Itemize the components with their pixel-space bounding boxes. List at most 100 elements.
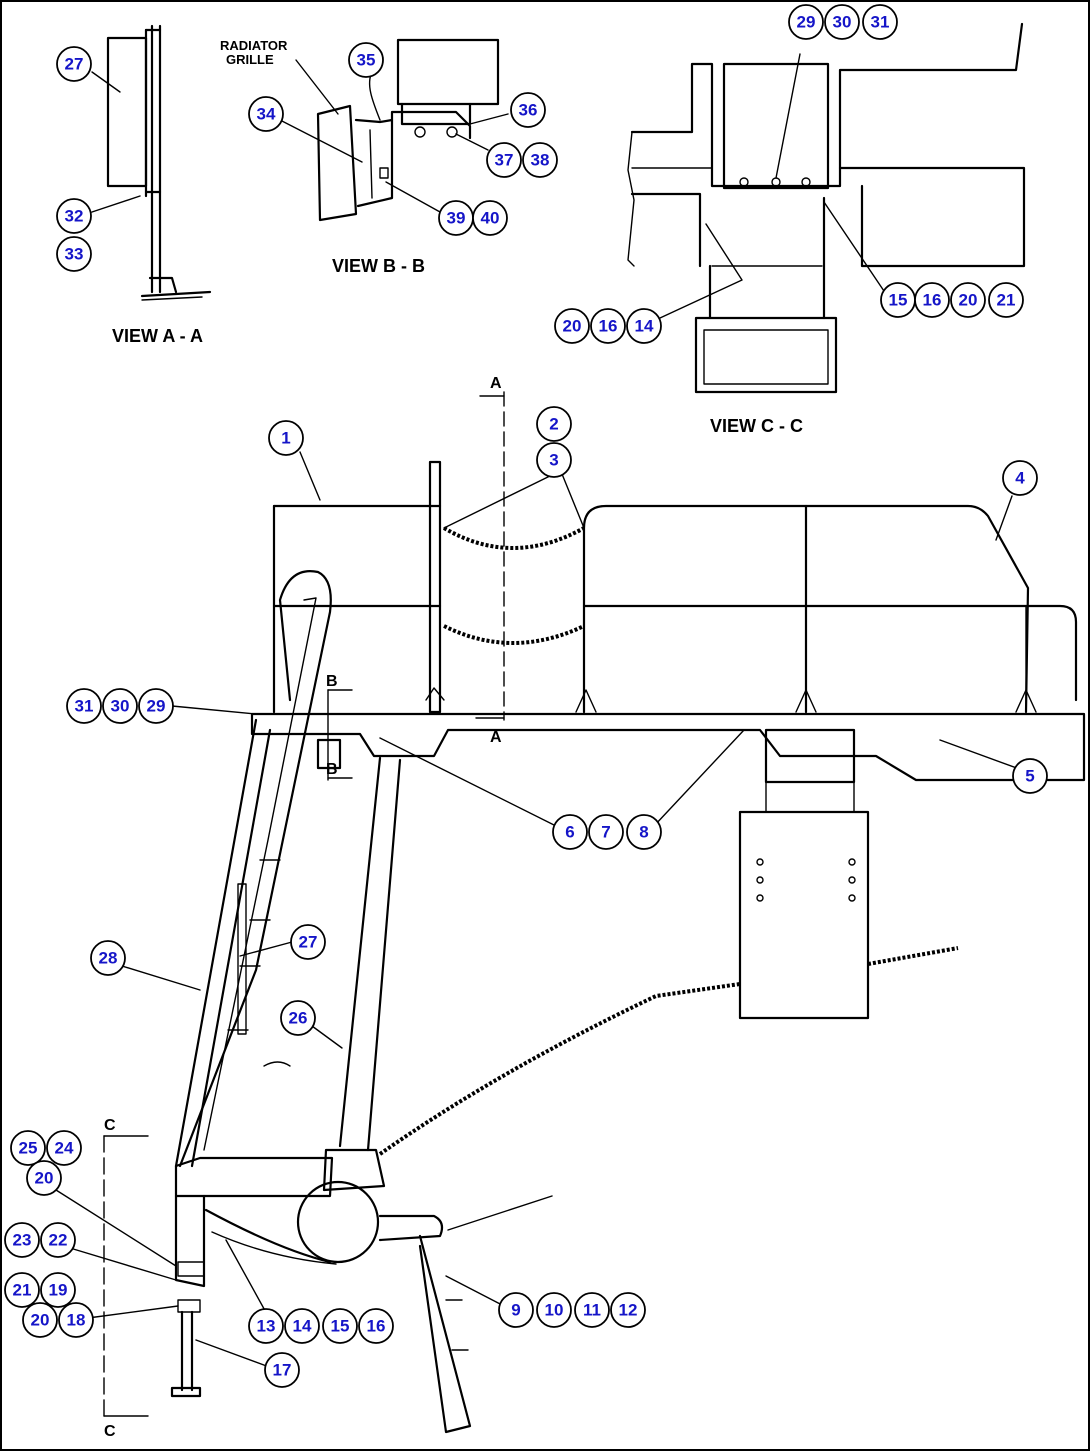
view-a-a-label: VIEW A - A [112, 326, 203, 346]
callout-10: 10 [536, 1292, 572, 1328]
callout-circle [536, 1292, 572, 1328]
callout-circle [56, 198, 92, 234]
callout-3: 3 [536, 442, 572, 478]
callout-number: 21 [997, 291, 1016, 310]
callout-circle [22, 1302, 58, 1338]
callout-number: 27 [65, 55, 84, 74]
callout-27: 27 [56, 46, 92, 82]
callout-7: 7 [588, 814, 624, 850]
callout-2: 2 [536, 406, 572, 442]
callout-number: 23 [13, 1231, 32, 1250]
callout-22: 22 [40, 1222, 76, 1258]
radiator-grille-label-line1: RADIATOR [220, 38, 288, 53]
callout-circle [248, 96, 284, 132]
callout-11: 11 [574, 1292, 610, 1328]
callout-number: 37 [495, 151, 514, 170]
callout-circle [510, 92, 546, 128]
callout-39: 39 [438, 200, 474, 236]
callout-circle [90, 940, 126, 976]
view-a-a-drawing [91, 24, 212, 301]
callout-30: 30 [824, 4, 860, 40]
callout-25: 25 [10, 1130, 46, 1166]
callout-number: 28 [99, 949, 118, 968]
callout-16: 16 [590, 308, 626, 344]
callout-40: 40 [472, 200, 508, 236]
callout-circle [788, 4, 824, 40]
callout-circle [914, 282, 950, 318]
callout-number: 6 [565, 823, 574, 842]
callout-15: 15 [880, 282, 916, 318]
callout-28: 28 [90, 940, 126, 976]
callout-circle [552, 814, 588, 850]
callout-number: 19 [49, 1281, 68, 1300]
section-c-bottom-marker: C [104, 1423, 116, 1440]
callout-number: 15 [331, 1317, 350, 1336]
callout-number: 14 [635, 317, 654, 336]
callout-number: 16 [923, 291, 942, 310]
callout-number: 20 [563, 317, 582, 336]
callout-5: 5 [1012, 758, 1048, 794]
callout-circle [348, 42, 384, 78]
view-b-b-label: VIEW B - B [332, 256, 425, 276]
callout-circle [610, 1292, 646, 1328]
callout-13: 13 [248, 1308, 284, 1344]
section-a-top-marker: A [490, 375, 502, 392]
callout-circle [1012, 758, 1048, 794]
callout-number: 38 [531, 151, 550, 170]
callout-number: 9 [511, 1301, 520, 1320]
callout-29: 29 [788, 4, 824, 40]
callout-circle [988, 282, 1024, 318]
callout-circle [862, 4, 898, 40]
callout-circle [554, 308, 590, 344]
view-labels: VIEW A - A VIEW B - B VIEW C - C RADIATO… [104, 38, 803, 1440]
callout-circle [56, 46, 92, 82]
callout-20: 20 [950, 282, 986, 318]
callout-number: 27 [299, 933, 318, 952]
callout-23: 23 [4, 1222, 40, 1258]
callout-circle [4, 1222, 40, 1258]
callout-18: 18 [58, 1302, 94, 1338]
callout-circle [58, 1302, 94, 1338]
callout-circle [950, 282, 986, 318]
callout-number: 7 [601, 823, 610, 842]
view-c-c-drawing [627, 22, 1026, 394]
callout-number: 24 [55, 1139, 74, 1158]
callout-number: 16 [367, 1317, 386, 1336]
callout-27: 27 [290, 924, 326, 960]
callout-number: 14 [293, 1317, 312, 1336]
callout-circle [290, 924, 326, 960]
callout-number: 30 [111, 697, 130, 716]
callout-number: 2 [549, 415, 558, 434]
callout-circle [322, 1308, 358, 1344]
callout-number: 20 [35, 1169, 54, 1188]
callout-number: 22 [49, 1231, 68, 1250]
callout-20: 20 [26, 1160, 62, 1196]
callout-circle [268, 420, 304, 456]
section-b-bottom-marker: B [326, 761, 338, 778]
callout-12: 12 [610, 1292, 646, 1328]
callout-number: 29 [147, 697, 166, 716]
callout-circle [264, 1352, 300, 1388]
callout-14: 14 [626, 308, 662, 344]
callout-number: 34 [257, 105, 276, 124]
callout-circle [574, 1292, 610, 1328]
callout-21: 21 [4, 1272, 40, 1308]
callout-24: 24 [46, 1130, 82, 1166]
callout-number: 15 [889, 291, 908, 310]
callout-circle [10, 1130, 46, 1166]
callout-circle [486, 142, 522, 178]
callout-1: 1 [268, 420, 304, 456]
callout-16: 16 [358, 1308, 394, 1344]
callout-37: 37 [486, 142, 522, 178]
callout-circle [40, 1222, 76, 1258]
callout-number: 13 [257, 1317, 276, 1336]
callout-number: 17 [273, 1361, 292, 1380]
callout-number: 8 [639, 823, 648, 842]
callout-circle [824, 4, 860, 40]
callout-14: 14 [284, 1308, 320, 1344]
callout-circle [588, 814, 624, 850]
callout-19: 19 [40, 1272, 76, 1308]
callout-number: 5 [1025, 767, 1034, 786]
